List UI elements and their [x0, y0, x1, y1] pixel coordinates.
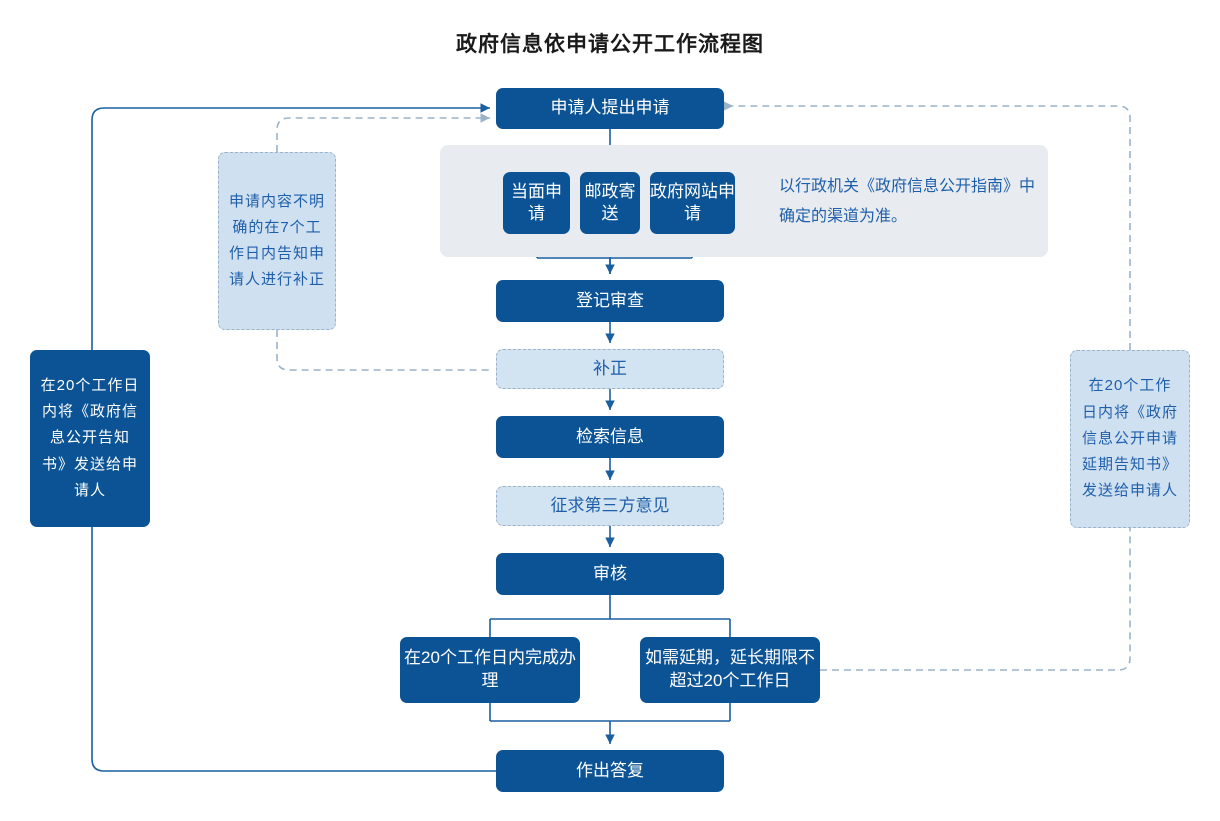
node-audit[interactable]: 审核: [496, 553, 724, 595]
node-apply[interactable]: 申请人提出申请: [496, 88, 724, 129]
channel-panel-note: 以行政机关《政府信息公开指南》中确定的渠道为准。: [779, 178, 1036, 226]
node-correction[interactable]: 补正: [496, 349, 724, 389]
page-title: 政府信息依申请公开工作流程图: [456, 33, 764, 56]
node-channel-website[interactable]: 政府网站申请: [650, 172, 735, 234]
node-third-party-opinion[interactable]: 征求第三方意见: [496, 486, 724, 526]
note-unclear-content[interactable]: 申请内容不明确的在7个工作日内告知申请人进行补正: [218, 152, 336, 330]
note-extension-notice[interactable]: 在20个工作日内将《政府信息公开申请延期告知书》 发送给申请人: [1070, 350, 1190, 528]
node-register-review[interactable]: 登记审查: [496, 280, 724, 322]
note-disclosure-notice[interactable]: 在20个工作日内将《政府信息公开告知书》发送给申请人: [30, 350, 150, 527]
node-channel-postal[interactable]: 邮政寄送: [580, 172, 640, 234]
node-make-reply[interactable]: 作出答复: [496, 750, 724, 792]
node-channel-in-person[interactable]: 当面申请: [503, 172, 570, 234]
node-search-info[interactable]: 检索信息: [496, 416, 724, 458]
node-extension[interactable]: 如需延期，延长期限不超过20个工作日: [640, 637, 820, 703]
node-complete-in-20-days[interactable]: 在20个工作日内完成办理: [400, 637, 580, 703]
